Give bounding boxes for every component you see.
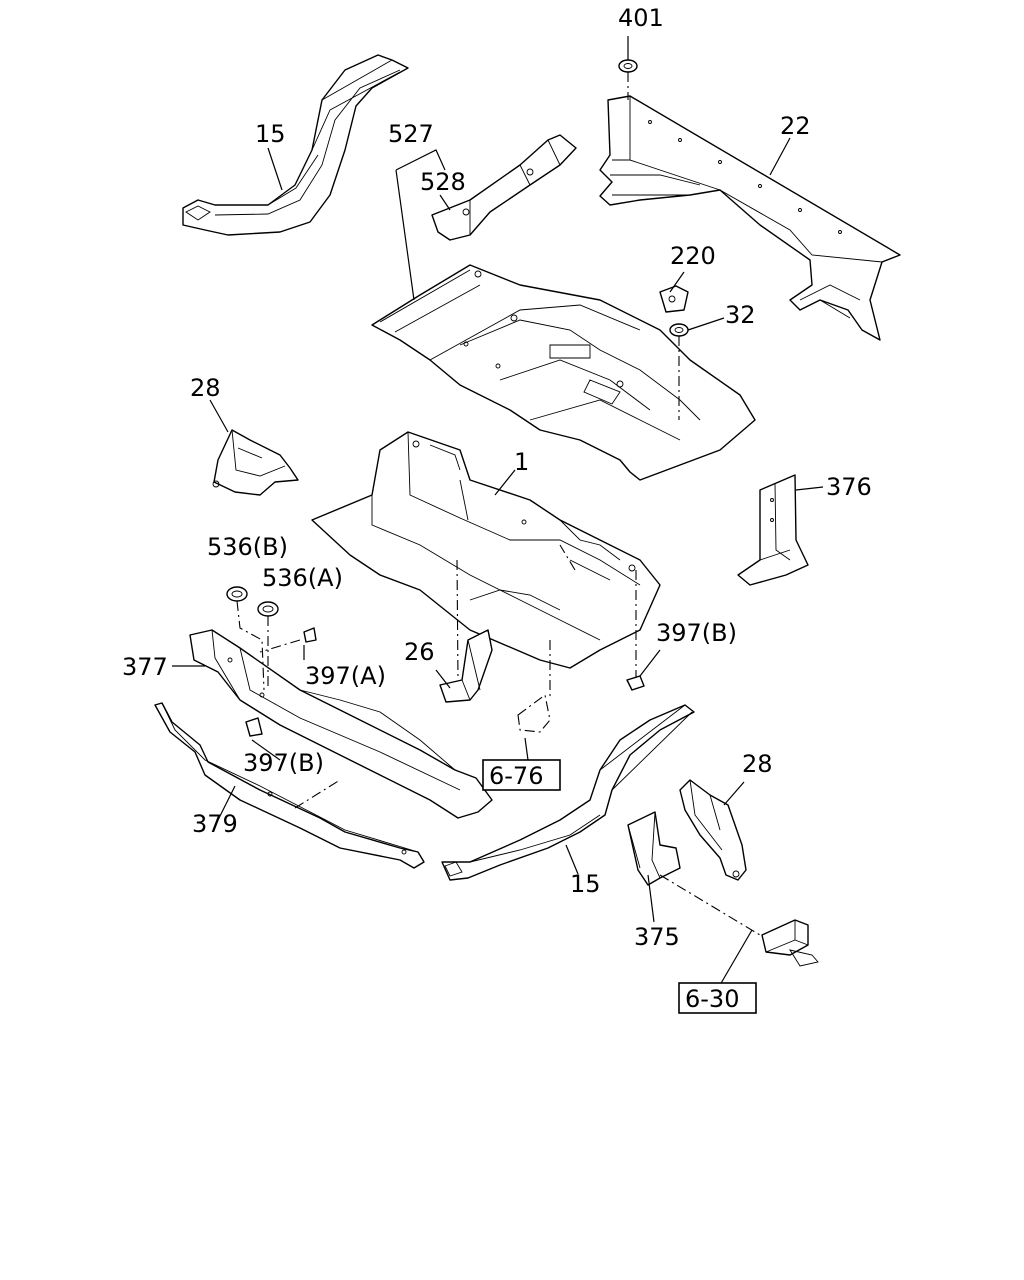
label-15-upper: 15 <box>255 120 286 148</box>
label-536b: 536(B) <box>207 533 288 561</box>
label-376: 376 <box>826 473 872 501</box>
label-28-right: 28 <box>742 750 773 778</box>
part-15-lower-rail <box>441 704 695 881</box>
part-397b-right-clip <box>626 675 645 691</box>
part-22-rear-crossmember <box>599 95 901 341</box>
label-536a: 536(A) <box>262 564 343 592</box>
ref-label-6-30: 6-30 <box>685 985 739 1013</box>
ref-box-6-76[interactable]: 6-76 <box>482 759 561 791</box>
part-376-side-bracket <box>737 474 809 586</box>
ref-6-30-part <box>761 919 819 967</box>
label-15-lower: 15 <box>570 870 601 898</box>
label-1: 1 <box>514 448 529 476</box>
part-15-upper-rail <box>182 54 409 236</box>
label-377: 377 <box>122 653 168 681</box>
label-397b-left: 397(B) <box>243 749 324 777</box>
ref-label-6-76: 6-76 <box>489 762 543 790</box>
label-397a: 397(A) <box>305 662 386 690</box>
label-220: 220 <box>670 242 716 270</box>
part-401-grommet <box>618 59 638 73</box>
part-1-main-floor <box>311 431 661 669</box>
leader-lines <box>172 36 824 986</box>
part-528-bracket <box>431 134 577 241</box>
part-375-bracket <box>627 811 681 886</box>
part-32-grommet <box>669 323 689 337</box>
label-32: 32 <box>725 301 756 329</box>
ref-box-6-30[interactable]: 6-30 <box>678 982 757 1014</box>
label-527: 527 <box>388 120 434 148</box>
label-28-left: 28 <box>190 374 221 402</box>
label-397b-right: 397(B) <box>656 619 737 647</box>
label-22: 22 <box>780 112 811 140</box>
part-28-right-bracket <box>679 779 747 881</box>
part-536b-grommet <box>226 586 248 602</box>
part-397a-clip <box>303 627 317 643</box>
assembly-lines <box>236 72 761 936</box>
part-28-left-bracket <box>212 429 299 496</box>
part-397b-left-clip <box>245 717 263 737</box>
ref-6-76-part <box>517 694 551 733</box>
label-26: 26 <box>404 638 435 666</box>
label-379: 379 <box>192 810 238 838</box>
part-377-front-crossmember <box>189 629 493 819</box>
part-220-clip <box>659 285 689 313</box>
part-26-bracket <box>439 629 493 703</box>
part-379-lower-crossmember <box>154 702 425 869</box>
part-536a-grommet <box>257 601 279 617</box>
label-375: 375 <box>634 923 680 951</box>
label-401: 401 <box>618 4 664 32</box>
part-527-rear-floor <box>371 264 756 481</box>
label-528: 528 <box>420 168 466 196</box>
